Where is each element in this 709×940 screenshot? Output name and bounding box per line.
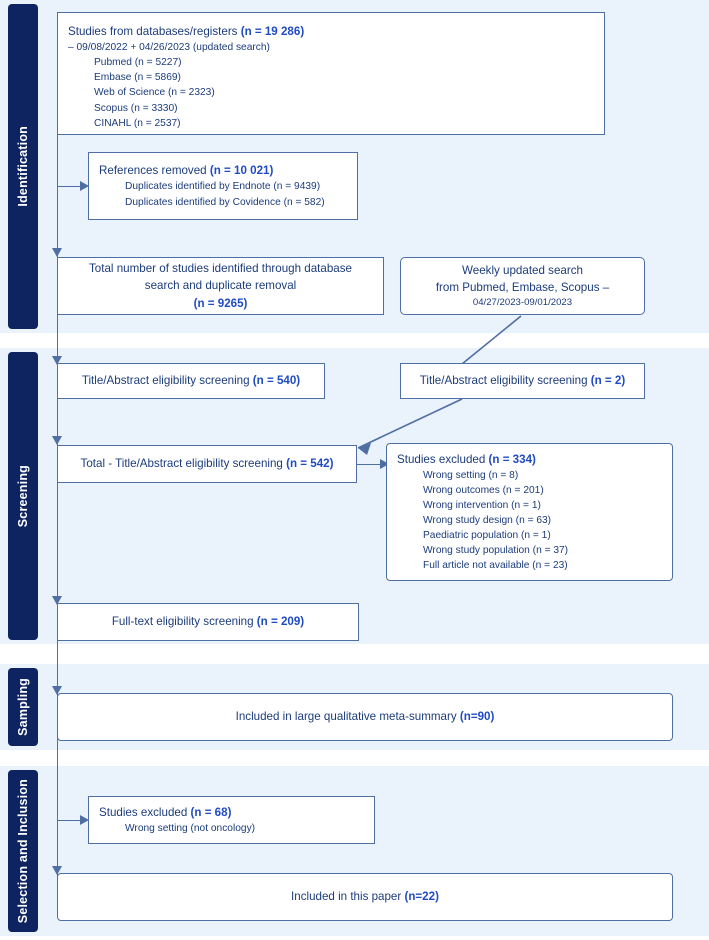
box-fulltext-screening: Full-text eligibility screening (n = 209… [57,603,359,641]
ta-screening-total-line: Total - Title/Abstract eligibility scree… [81,455,334,472]
databases-heading-count: (n = 19 286) [240,25,305,38]
meta-summary-line: Included in large qualitative meta-summa… [236,708,495,725]
box-references-removed: References removed (n = 10 021) Duplicat… [88,152,358,220]
studies-excluded-ft-count: (n = 68) [190,805,232,819]
databases-heading-line: Studies from databases/registers (n = 19… [68,23,594,40]
studies-excluded-ta-reason-0: Wrong setting (n = 8) [423,469,519,481]
phase-tab-sampling: Sampling [8,668,38,746]
included-paper-text: Included in this paper [291,890,405,904]
databases-source-scopus: Scopus (n = 3330) [94,102,178,114]
arrowhead-ta-screening-main [52,356,62,365]
weekly-search-daterange: 04/27/2023-09/01/2023 [472,297,573,309]
arrowhead-studies-excluded-ta [380,459,389,469]
studies-excluded-ta-reason-1: Wrong outcomes (n = 201) [423,484,544,496]
studies-excluded-ta-reason-2: Wrong intervention (n = 1) [423,499,541,511]
studies-excluded-ta-reason-5: Wrong study population (n = 37) [423,545,569,557]
box-included-paper: Included in this paper (n=22) [57,873,673,921]
ta-screening-weekly-count: (n = 2) [590,374,626,388]
arrowhead-references-removed [80,181,89,191]
box-studies-excluded-ta: Studies excluded (n = 334) Wrong setting… [386,443,673,581]
included-paper-count: (n=22) [404,890,439,904]
arrowhead-ta-screening-total [52,436,62,445]
arrowhead-meta-summary [52,686,62,695]
arrowhead-studies-excluded-ft [80,815,89,825]
studies-excluded-ta-reason-4: Paediatric population (n = 1) [423,530,551,542]
box-ta-screening-main: Title/Abstract eligibility screening (n … [57,363,325,399]
total-identified-line1: Total number of studies identified throu… [89,262,352,276]
studies-excluded-ft-heading: Studies excluded [99,805,191,819]
box-databases-registers: Studies from databases/registers (n = 19… [57,12,605,135]
ta-screening-main-line: Title/Abstract eligibility screening (n … [82,372,300,389]
references-removed-heading: References removed [99,164,210,178]
databases-subtitle: – 09/08/2022 + 04/26/2023 (updated searc… [68,42,270,54]
databases-source-pubmed: Pubmed (n = 5227) [94,57,182,69]
ta-screening-weekly-line: Title/Abstract eligibility screening (n … [420,372,625,389]
ta-screening-total-text: Total - Title/Abstract eligibility scree… [80,457,287,471]
studies-excluded-ft-reason-0: Wrong setting (not oncology) [125,823,256,835]
box-studies-excluded-ft: Studies excluded (n = 68) Wrong setting … [88,796,375,844]
weekly-search-line2: from Pubmed, Embase, Scopus – [435,280,610,294]
box-meta-summary: Included in large qualitative meta-summa… [57,693,673,741]
box-ta-screening-weekly: Title/Abstract eligibility screening (n … [400,363,645,399]
fulltext-screening-text: Full-text eligibility screening [111,615,257,629]
arrowhead-fulltext-screening [52,596,62,605]
connector-to-references-removed [57,186,83,187]
box-total-identified: Total number of studies identified throu… [57,257,384,315]
references-removed-count: (n = 10 021) [209,164,274,178]
arrowhead-total-identified [52,248,62,257]
databases-source-cinahl: CINAHL (n = 2537) [94,117,181,129]
weekly-search-line1: Weekly updated search [462,263,583,277]
meta-summary-count: (n=90) [459,710,495,724]
box-ta-screening-total: Total - Title/Abstract eligibility scree… [57,445,357,483]
included-paper-line: Included in this paper (n=22) [291,888,439,905]
studies-excluded-ft-heading-line: Studies excluded (n = 68) [99,804,364,821]
arrowhead-included-paper [52,866,62,875]
studies-excluded-ta-heading-line: Studies excluded (n = 334) [397,451,662,468]
studies-excluded-ta-heading: Studies excluded [397,452,489,466]
connector-to-studies-excluded-ta [357,464,385,465]
connector-to-studies-excluded-ft [57,820,83,821]
box-weekly-updated-search: Weekly updated search from Pubmed, Embas… [400,257,645,315]
studies-excluded-ta-reason-3: Wrong study design (n = 63) [423,515,552,527]
fulltext-screening-line: Full-text eligibility screening (n = 209… [112,613,304,630]
databases-heading: Studies from databases/registers [68,25,241,38]
references-removed-covidence: Duplicates identified by Covidence (n = … [125,196,325,208]
fulltext-screening-count: (n = 209) [256,615,305,629]
studies-excluded-ta-count: (n = 334) [488,452,536,466]
databases-source-embase: Embase (n = 5869) [94,72,181,84]
ta-screening-main-text: Title/Abstract eligibility screening [81,374,253,388]
studies-excluded-ta-reason-6: Full article not available (n = 23) [423,560,568,572]
total-identified-count: (n = 9265) [193,296,248,310]
ta-screening-main-count: (n = 540) [252,374,301,388]
phase-tab-screening: Screening [8,352,38,640]
ta-screening-total-count: (n = 542) [286,457,334,471]
references-removed-endnote: Duplicates identified by Endnote (n = 94… [125,181,321,193]
phase-tab-identification: Identification [8,4,38,329]
meta-summary-text: Included in large qualitative meta-summa… [235,710,460,724]
phase-tab-selection-inclusion: Selection and Inclusion [8,770,38,932]
databases-source-web-of-science: Web of Science (n = 2323) [94,87,215,99]
ta-screening-weekly-text: Title/Abstract eligibility screening [419,374,591,388]
references-removed-heading-line: References removed (n = 10 021) [99,162,347,179]
total-identified-line2: search and duplicate removal [144,279,297,293]
